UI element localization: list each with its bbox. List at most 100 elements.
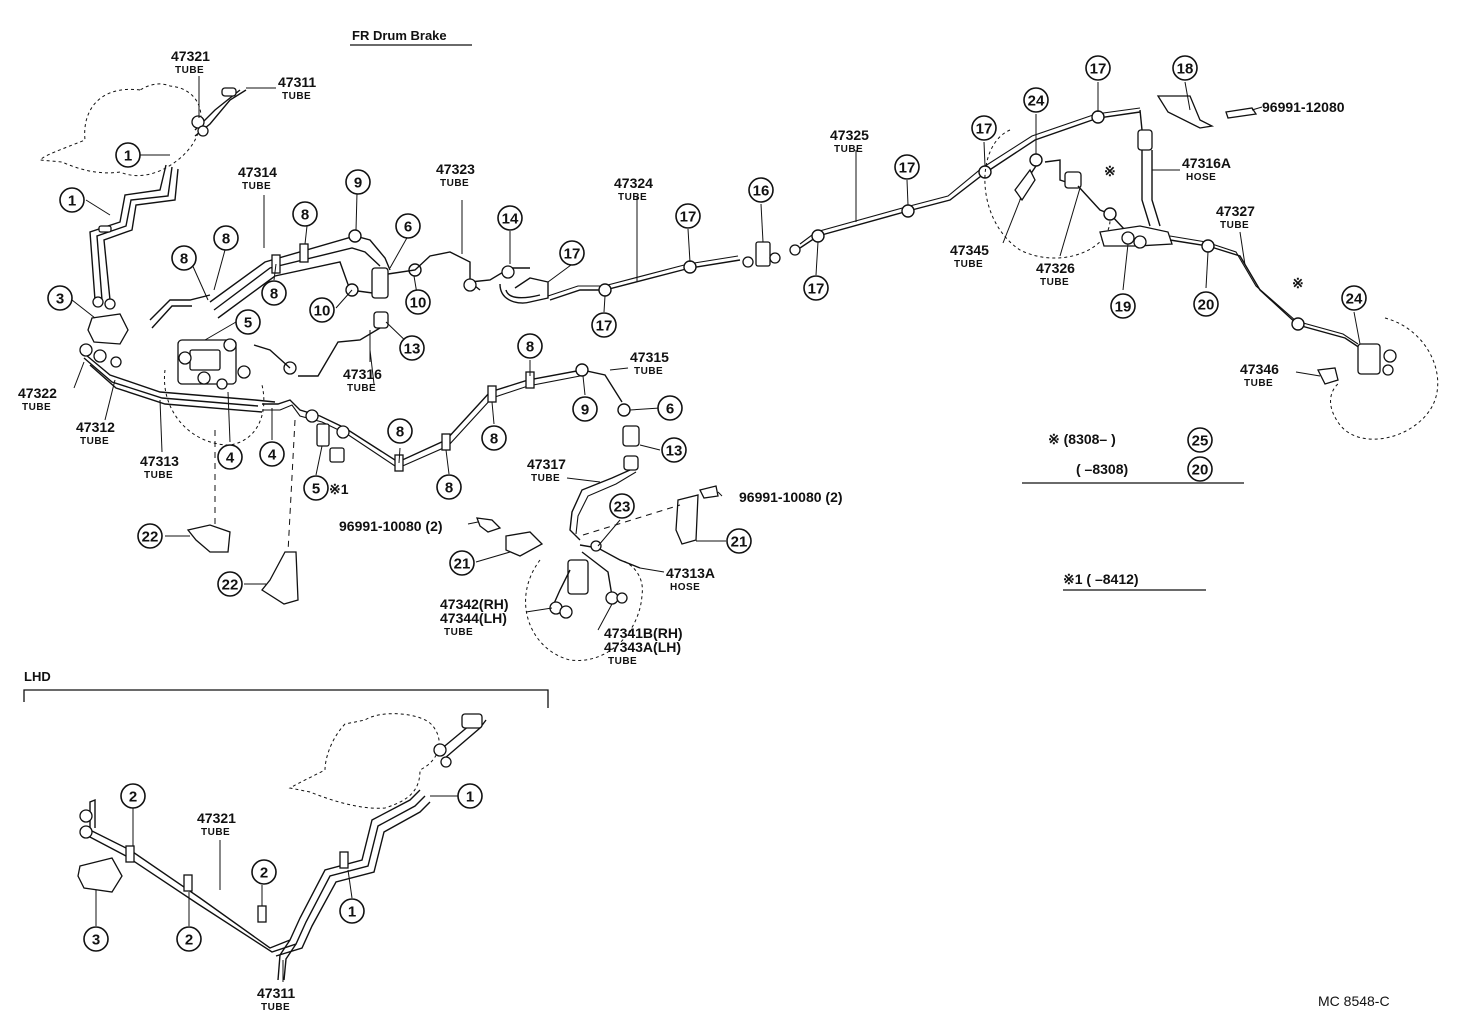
part-type-label: TUBE xyxy=(834,144,863,155)
callout-17: 17 xyxy=(1085,55,1111,81)
note-ref-callout: 25 xyxy=(1187,427,1213,453)
callout-4: 4 xyxy=(259,441,285,467)
diagram-code: MC 8548-C xyxy=(1318,993,1390,1009)
part-number-label: 47312 xyxy=(76,419,115,435)
callout-17: 17 xyxy=(559,240,585,266)
callout-13: 13 xyxy=(399,335,425,361)
part-type-label: TUBE xyxy=(242,181,271,192)
part-number-label: 47342(RH) xyxy=(440,596,508,612)
svg-text:13: 13 xyxy=(666,443,683,460)
svg-text:6: 6 xyxy=(666,401,674,418)
callout-8: 8 xyxy=(436,474,462,500)
part-type-label: TUBE xyxy=(261,1002,290,1013)
callout-23: 23 xyxy=(609,493,635,519)
svg-text:8: 8 xyxy=(222,231,230,248)
part-type-label: TUBE xyxy=(144,470,173,481)
part-number-label: 47316 xyxy=(343,366,382,382)
part-type-label: TUBE xyxy=(444,627,473,638)
part-number-label: 47321 xyxy=(197,810,236,826)
svg-text:2: 2 xyxy=(260,865,268,882)
part-type-label: HOSE xyxy=(1186,172,1216,183)
svg-text:8: 8 xyxy=(396,424,404,441)
svg-text:8: 8 xyxy=(180,251,188,268)
part-number-label: 47341B(RH) xyxy=(604,625,683,641)
svg-text:8: 8 xyxy=(445,480,453,497)
callout-17: 17 xyxy=(971,115,997,141)
part-number-label: 47346 xyxy=(1240,361,1279,377)
svg-text:2: 2 xyxy=(129,789,137,806)
svg-text:1: 1 xyxy=(348,904,356,921)
svg-text:6: 6 xyxy=(404,219,412,236)
part-type-label: TUBE xyxy=(282,91,311,102)
svg-text:17: 17 xyxy=(564,246,581,263)
part-type-label: TUBE xyxy=(1220,220,1249,231)
callout-17: 17 xyxy=(591,312,617,338)
part-number-label: 47345 xyxy=(950,242,989,258)
callout-8: 8 xyxy=(292,201,318,227)
svg-text:23: 23 xyxy=(614,499,631,516)
part-type-label: HOSE xyxy=(670,582,700,593)
callout-2: 2 xyxy=(251,859,277,885)
svg-text:17: 17 xyxy=(899,160,916,177)
svg-text:14: 14 xyxy=(502,211,519,228)
part-number-label: 47316A xyxy=(1182,155,1231,171)
lhd-master-cylinder xyxy=(288,713,487,809)
part-number-label: 47313A xyxy=(666,565,715,581)
callout-18: 18 xyxy=(1172,55,1198,81)
part-type-label: TUBE xyxy=(1040,277,1069,288)
svg-text:17: 17 xyxy=(596,318,613,335)
svg-text:25: 25 xyxy=(1192,433,1209,450)
part-number-label: 96991-10080 (2) xyxy=(339,518,443,534)
lhd-label: LHD xyxy=(24,669,51,684)
part-type-label: TUBE xyxy=(440,178,469,189)
part-type-label: TUBE xyxy=(201,827,230,838)
callout-16: 16 xyxy=(748,177,774,203)
svg-text:1: 1 xyxy=(124,148,132,165)
svg-text:22: 22 xyxy=(222,577,239,594)
svg-text:20: 20 xyxy=(1192,462,1209,479)
callout-8: 8 xyxy=(387,418,413,444)
callout-17: 17 xyxy=(894,154,920,180)
svg-text:8: 8 xyxy=(526,339,534,356)
svg-text:9: 9 xyxy=(354,175,362,192)
part-number-label: 47344(LH) xyxy=(440,610,507,626)
part-type-label: TUBE xyxy=(80,436,109,447)
svg-text:19: 19 xyxy=(1115,299,1132,316)
part-number-label: 47325 xyxy=(830,127,869,143)
callout-14: 14 xyxy=(497,205,523,231)
part-number-label: 47327 xyxy=(1216,203,1255,219)
svg-text:4: 4 xyxy=(226,450,235,467)
callout-1: 1 xyxy=(457,783,483,809)
callout-6: 6 xyxy=(395,213,421,239)
svg-text:17: 17 xyxy=(976,121,993,138)
svg-text:22: 22 xyxy=(142,529,159,546)
proportioning-valve xyxy=(87,294,265,446)
part-number-label: 47321 xyxy=(171,48,210,64)
part-number-label: 47326 xyxy=(1036,260,1075,276)
diagram-title: FR Drum Brake xyxy=(352,28,447,43)
callout-1: 1 xyxy=(59,187,85,213)
svg-text:21: 21 xyxy=(454,556,471,573)
svg-text:5: 5 xyxy=(244,315,252,332)
part-type-label: TUBE xyxy=(634,366,663,377)
callout-17: 17 xyxy=(803,275,829,301)
note-line-2: ( –8308) xyxy=(1076,461,1128,477)
callout-8: 8 xyxy=(171,245,197,271)
callout-8: 8 xyxy=(213,225,239,251)
part-number-label: 47313 xyxy=(140,453,179,469)
part-type-label: TUBE xyxy=(1244,378,1273,389)
svg-text:1: 1 xyxy=(466,789,474,806)
star-mark-b: ※ xyxy=(1292,275,1304,291)
callout-5: 5 xyxy=(235,309,261,335)
part-type-label: TUBE xyxy=(22,402,51,413)
svg-text:24: 24 xyxy=(1028,93,1045,110)
callout-1: 1 xyxy=(115,142,141,168)
svg-text:3: 3 xyxy=(56,291,64,308)
part-type-label: TUBE xyxy=(608,656,637,667)
svg-text:17: 17 xyxy=(680,209,697,226)
part-number-label: 47314 xyxy=(238,164,277,180)
svg-text:3: 3 xyxy=(92,932,100,949)
part-number-label: 47311 xyxy=(278,74,316,90)
